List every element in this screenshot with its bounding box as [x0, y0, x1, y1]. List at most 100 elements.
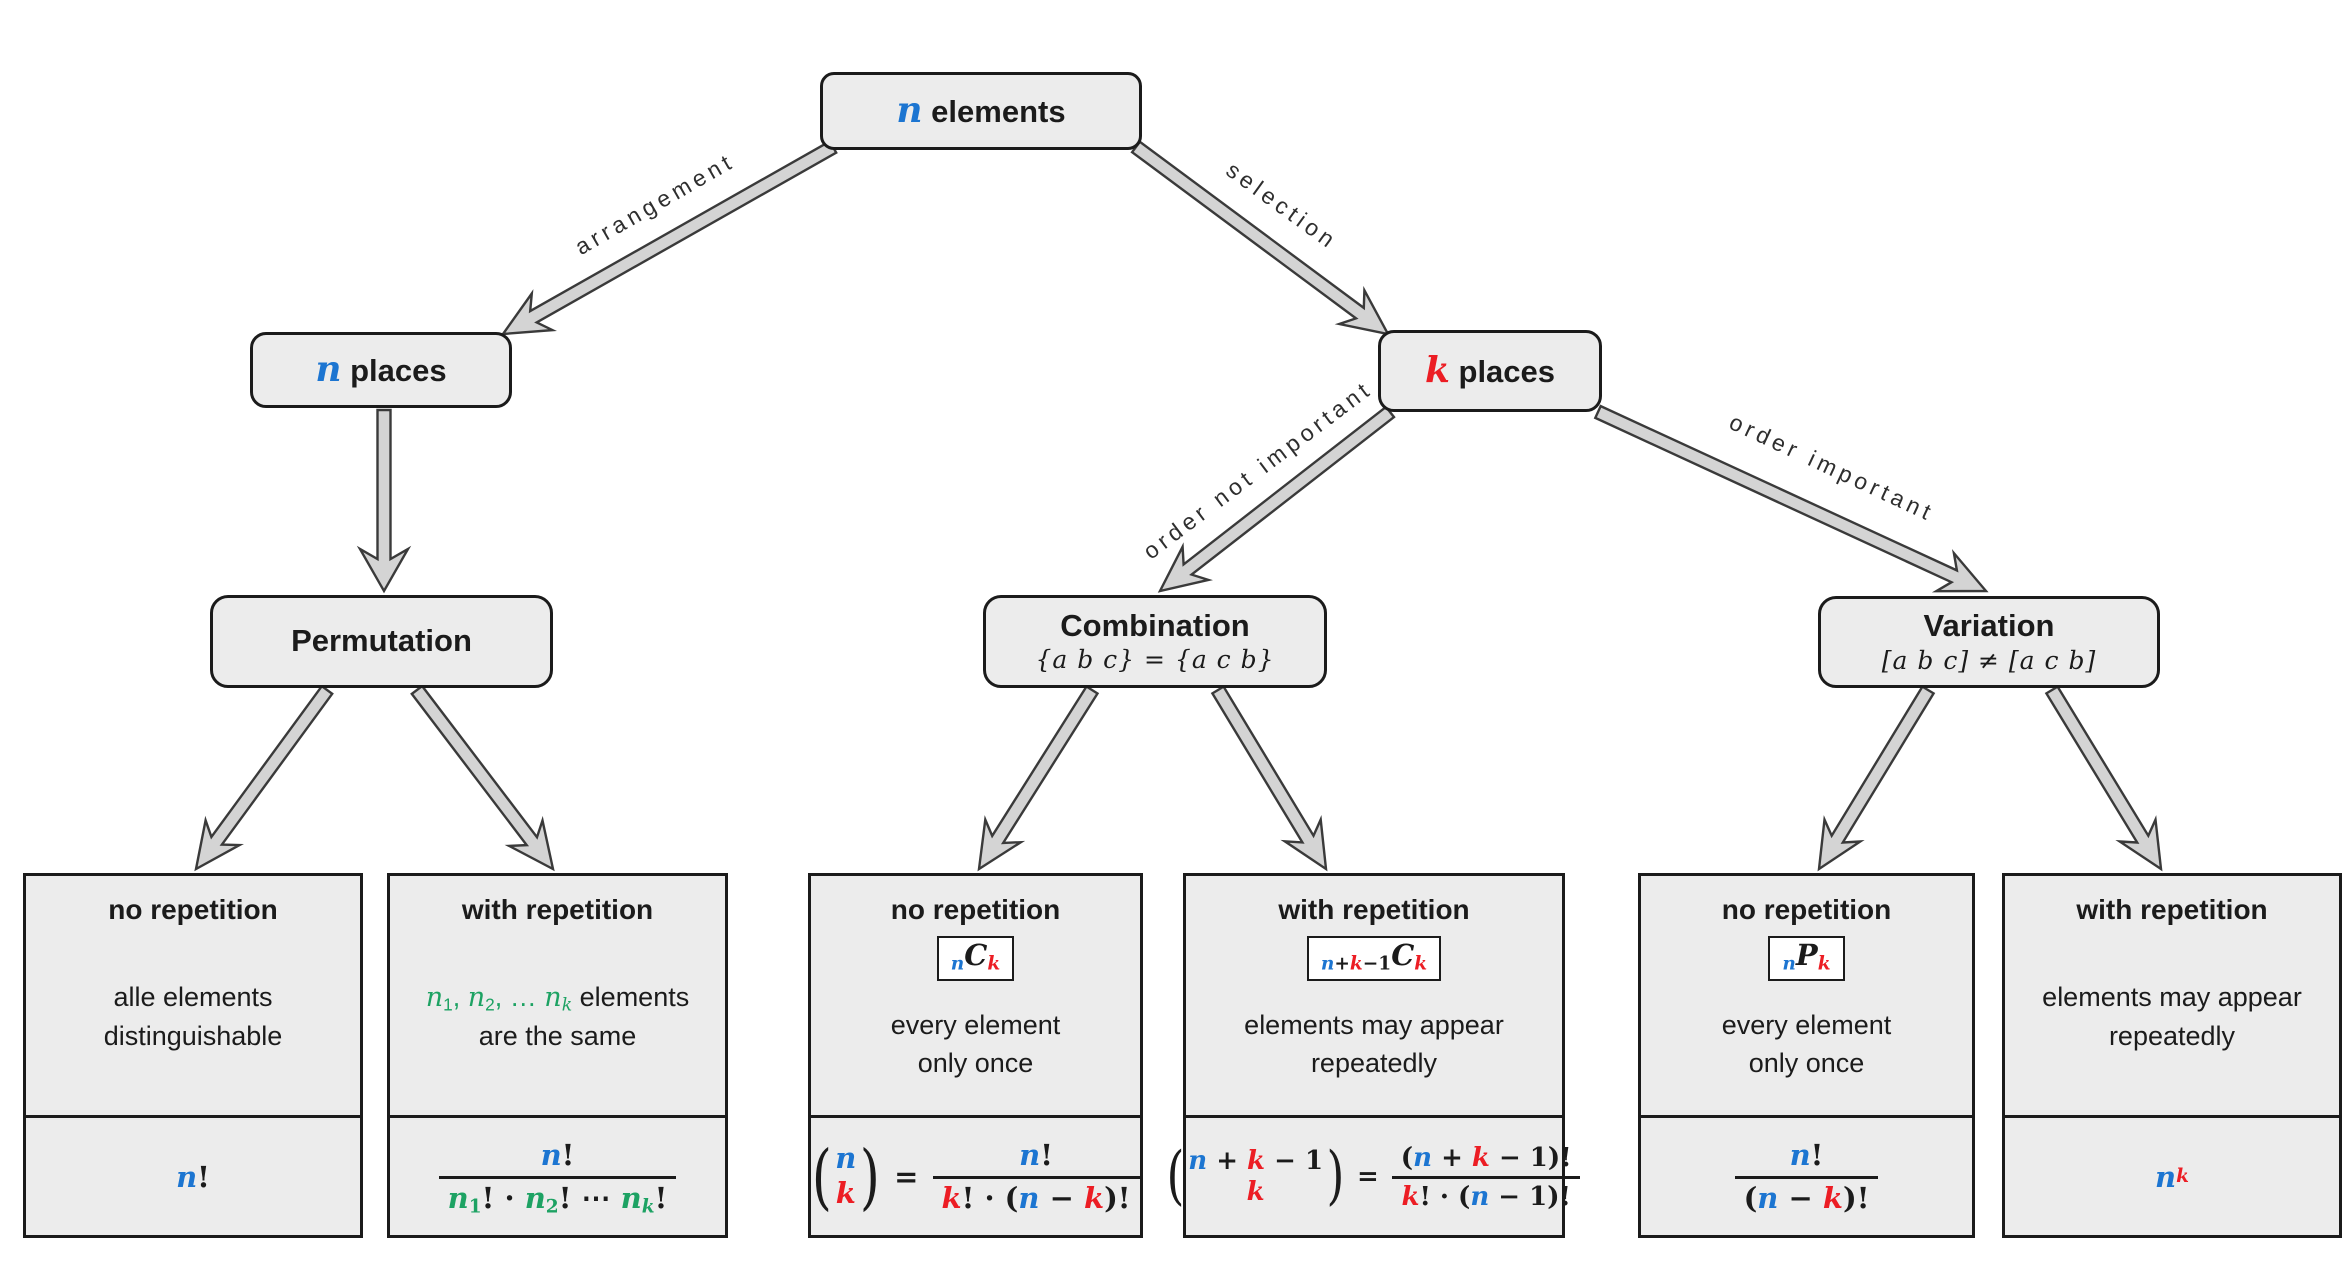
math-token: n [2155, 1159, 2177, 1194]
edge-permutation-with-rep [410, 684, 555, 872]
math-token: n [620, 1180, 642, 1215]
math-token: k [1424, 349, 1450, 392]
binomial-bottom: k [1247, 1177, 1265, 1208]
math-token: C [964, 938, 988, 972]
math-token: − [1778, 1180, 1823, 1215]
text-line: are the same [426, 1017, 689, 1055]
node-title: Combination [1060, 607, 1250, 643]
binomial-top: n + k − 1 [1188, 1146, 1323, 1177]
math-token: 1 [468, 1196, 482, 1218]
math-token: k [561, 994, 573, 1015]
math-token: n [896, 89, 923, 132]
math-token: ! [561, 1137, 575, 1172]
node-title: n elements [896, 89, 1066, 132]
math-token: repeatedly [2108, 1020, 2236, 1051]
node-title: n places [315, 349, 446, 390]
math-token: + [1334, 953, 1350, 975]
math-token: k [1414, 953, 1428, 975]
node-title: Variation [1924, 609, 2055, 643]
math-token: ! ⋯ [558, 1180, 621, 1215]
math-token: 2 [485, 993, 495, 1014]
math-token: k [1822, 1180, 1843, 1215]
math-token: k [987, 953, 1001, 975]
edge-variation-no-rep [1817, 684, 1936, 872]
node-variation: Variation [a b c] ≠ [a c b] [1818, 596, 2160, 688]
math-token: elements may appear [1244, 1009, 1504, 1040]
fraction-denominator: k! · (n − k)! [932, 1175, 1140, 1216]
edge-arrangement [500, 139, 838, 336]
fraction: n!k! · (n − k)! [932, 1138, 1140, 1216]
text-line: every element [891, 1006, 1061, 1044]
math-token: C [1391, 938, 1415, 972]
leaf-header: no repetition [890, 894, 1061, 925]
formula-row: = [1348, 1162, 1388, 1192]
math-token: k [835, 1175, 856, 1210]
math-token: only once [1748, 1047, 1865, 1078]
math-token: ( [1400, 1142, 1414, 1173]
math-token: Variation [1923, 608, 2055, 644]
leaf-header: with repetition [461, 894, 654, 925]
leaf-header: with repetition [2076, 894, 2268, 925]
math-token: ! · ( [961, 1180, 1019, 1215]
text-line: every element [1722, 1006, 1892, 1044]
math-token: are the same [478, 1021, 637, 1051]
math-token: 1 [443, 993, 453, 1014]
text-line: n1, n2, … nk elements [426, 978, 689, 1017]
math-token: )! [1104, 1180, 1131, 1215]
text-line: only once [891, 1044, 1061, 1082]
text-line: elements may appear [1244, 1006, 1504, 1044]
edge-combination-with-rep [1210, 684, 1328, 872]
math-token: repeatedly [1310, 1047, 1438, 1078]
math-token: places [1449, 354, 1556, 390]
fraction-denominator: n1! · n2! ⋯ nk! [438, 1175, 677, 1218]
math-token: k [1471, 1142, 1490, 1173]
leaf-formula: n!(n − k)! [1641, 1118, 1972, 1235]
math-token: n [1413, 1142, 1433, 1173]
math-token: n [1757, 1180, 1779, 1215]
math-token: n [540, 1137, 562, 1172]
node-permutation: Permutation [210, 595, 553, 688]
leaf-formula: n!n1! · n2! ⋯ nk! [390, 1118, 725, 1235]
node-n-elements: n elements [820, 72, 1142, 150]
math-token: elements [922, 94, 1066, 130]
fraction-denominator: k! · (n − 1)! [1392, 1175, 1580, 1212]
fraction-numerator: n! [532, 1138, 584, 1176]
symbol-nCk: nCk [936, 936, 1015, 981]
math-token: P [1795, 938, 1818, 972]
binomial-bottom: k [835, 1175, 856, 1211]
math-token: ! [1040, 1137, 1053, 1172]
math-token: ! [1810, 1137, 1824, 1172]
math-token: n [524, 1180, 546, 1215]
math-token: − [1039, 1180, 1084, 1215]
binomial-top: n [835, 1141, 856, 1176]
math-token: only once [917, 1047, 1034, 1078]
math-token: Combination [1060, 607, 1250, 643]
node-subtitle: {a b c} = {a c b} [1035, 645, 1275, 675]
text-line: distinguishable [104, 1017, 283, 1055]
math-token: 2 [545, 1196, 559, 1218]
edge-order-important [1593, 404, 1989, 593]
node-subtitle: [a b c] ≠ [a c b] [1881, 645, 2097, 675]
fraction-numerator: n! [1010, 1138, 1062, 1176]
leaf-header: with repetition [1278, 894, 1470, 925]
math-token: n [467, 981, 486, 1013]
math-token: k [1247, 1145, 1266, 1176]
leaf-header: no repetition [108, 894, 278, 925]
math-token: every element [890, 1009, 1061, 1040]
math-token: ! [197, 1159, 210, 1194]
math-token: n [1018, 1180, 1040, 1215]
math-token: )! [1842, 1180, 1870, 1215]
math-token: −1 [1362, 953, 1392, 975]
edge-selection [1130, 140, 1391, 336]
